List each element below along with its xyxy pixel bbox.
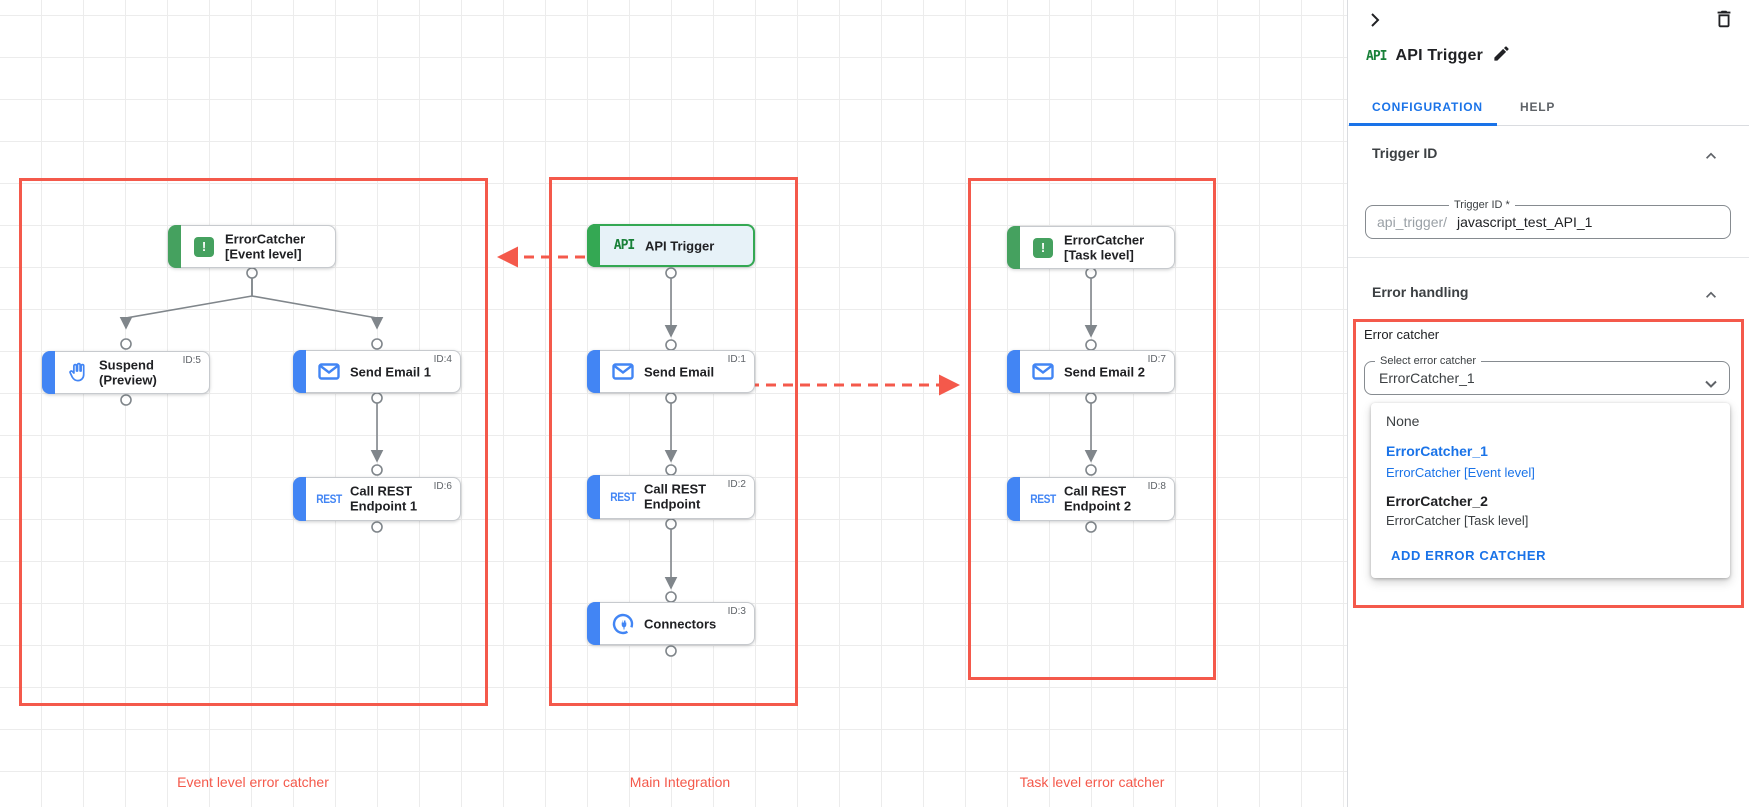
node-error-catcher-event-level[interactable]: !ErrorCatcher[Event level] [168, 225, 336, 268]
integration-canvas[interactable]: Event level error catcher Main Integratio… [0, 0, 1348, 807]
config-panel: API API Trigger CONFIGURATION HELP Trigg… [1347, 0, 1749, 807]
error-catcher-label: Error catcher [1364, 327, 1440, 342]
node-accent-bar [168, 225, 181, 268]
node-accent-bar [1007, 350, 1020, 393]
menu-item-errorcatcher-2-desc[interactable]: ErrorCatcher [Task level] [1386, 513, 1529, 528]
node-accent-bar [587, 602, 600, 645]
node-id-badge: ID:8 [1147, 481, 1166, 492]
error-catcher-select-value: ErrorCatcher_1 [1379, 370, 1475, 386]
error-catcher-select-label: Select error catcher [1375, 355, 1481, 367]
edit-title-icon[interactable] [1492, 44, 1511, 68]
error-catcher-dropdown-menu: None ErrorCatcher_1 ErrorCatcher [Event … [1371, 403, 1730, 578]
trigger-id-field-label: Trigger ID * [1449, 199, 1515, 211]
rest-icon: REST [610, 490, 636, 504]
trigger-id-prefix: api_trigger/ [1377, 214, 1448, 230]
node-error-catcher-task-level[interactable]: !ErrorCatcher[Task level] [1007, 226, 1175, 269]
error-catcher-highlight-box [1353, 319, 1744, 608]
mail-icon [1028, 359, 1058, 385]
group-label-task-level: Task level error catcher [1019, 774, 1165, 790]
node-send-email[interactable]: Send Email ID:1 [587, 350, 755, 393]
node-suspend-preview[interactable]: Suspend(Preview) ID:5 [42, 351, 210, 394]
node-label: ErrorCatcher[Task level] [1064, 232, 1145, 263]
error-catcher-select[interactable]: Select error catcher ErrorCatcher_1 [1364, 355, 1730, 395]
node-id-badge: ID:5 [182, 355, 201, 366]
error-icon: ! [189, 234, 219, 260]
group-box-main-integration [549, 177, 798, 706]
node-accent-bar [42, 351, 55, 394]
api-trigger-logo: API [1366, 48, 1388, 64]
collapse-error-handling-icon[interactable] [1701, 285, 1721, 305]
error-handling-heading: Error handling [1372, 284, 1469, 300]
tab-help[interactable]: HELP [1520, 100, 1556, 114]
node-label: Suspend(Preview) [99, 357, 157, 388]
menu-item-errorcatcher-2[interactable]: ErrorCatcher_2 [1386, 493, 1488, 509]
trigger-id-field[interactable]: Trigger ID * api_trigger/ javascript_tes… [1365, 199, 1731, 239]
menu-item-errorcatcher-1[interactable]: ErrorCatcher_1 [1386, 443, 1488, 459]
node-label: API Trigger [645, 237, 715, 253]
node-id-badge: ID:7 [1147, 354, 1166, 365]
section-divider [1348, 257, 1749, 258]
group-label-main-integration: Main Integration [629, 774, 731, 790]
tab-configuration[interactable]: CONFIGURATION [1372, 100, 1483, 114]
node-id-badge: ID:2 [727, 479, 746, 490]
node-label: Connectors [644, 615, 717, 631]
dropdown-arrow-icon[interactable] [1705, 375, 1717, 393]
group-box-event-level [19, 178, 488, 706]
node-accent-bar [1007, 226, 1020, 269]
rest-icon: REST [1030, 492, 1056, 506]
node-accent-bar [293, 350, 306, 393]
connector-icon [608, 611, 638, 637]
node-label: ErrorCatcher[Event level] [225, 231, 306, 262]
add-error-catcher-button[interactable]: ADD ERROR CATCHER [1391, 548, 1547, 563]
node-api-trigger[interactable]: API API Trigger [587, 224, 755, 267]
node-label: Send Email 2 [1064, 363, 1145, 379]
node-accent-bar [587, 350, 600, 393]
active-tab-underline [1349, 123, 1497, 126]
node-accent-bar [587, 475, 600, 519]
group-label-event-level: Event level error catcher [177, 774, 329, 790]
collapse-trigger-id-icon[interactable] [1701, 146, 1721, 166]
node-label: Send Email [644, 363, 715, 379]
panel-tabs: CONFIGURATION HELP [1348, 92, 1749, 126]
menu-item-none[interactable]: None [1386, 413, 1420, 429]
node-label: Send Email 1 [350, 363, 431, 379]
node-id-badge: ID:4 [433, 354, 452, 365]
node-id-badge: ID:3 [727, 606, 746, 617]
hand-icon [63, 360, 93, 386]
node-accent-bar [1007, 477, 1020, 521]
panel-title: API Trigger [1395, 47, 1484, 64]
error-icon: ! [1028, 235, 1058, 261]
mail-icon [314, 359, 344, 385]
delete-trigger-icon[interactable] [1713, 8, 1737, 32]
api-icon: API [613, 238, 636, 253]
collapse-panel-icon[interactable] [1362, 8, 1386, 32]
menu-item-errorcatcher-1-desc[interactable]: ErrorCatcher [Event level] [1386, 465, 1535, 480]
rest-icon: REST [316, 492, 342, 506]
trigger-id-heading: Trigger ID [1372, 145, 1438, 161]
node-id-badge: ID:1 [727, 354, 746, 365]
mail-icon [608, 359, 638, 385]
node-accent-bar [587, 224, 600, 267]
group-box-task-level [968, 178, 1216, 680]
node-accent-bar [293, 477, 306, 521]
trigger-id-value[interactable]: javascript_test_API_1 [1457, 214, 1593, 230]
node-id-badge: ID:6 [433, 481, 452, 492]
node-connectors[interactable]: Connectors ID:3 [587, 602, 755, 645]
